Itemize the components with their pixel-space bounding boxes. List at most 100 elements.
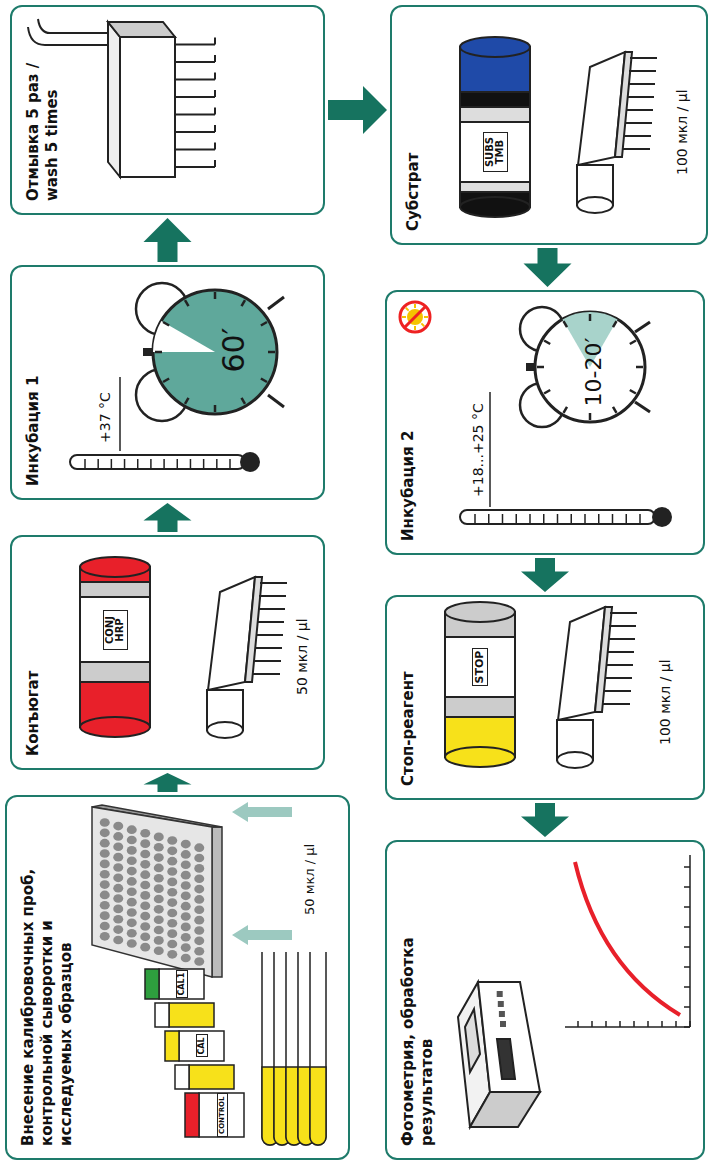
calibration-graph (605, 1021, 607, 1027)
microplate (140, 922, 150, 931)
reagent-vial (169, 1003, 214, 1027)
microplate (100, 849, 110, 858)
microplate (127, 836, 137, 845)
microplate (181, 923, 191, 932)
microplate (127, 877, 137, 886)
thermometer (70, 455, 245, 469)
microplate (194, 895, 204, 904)
calibration-graph (675, 1021, 677, 1027)
microplate (140, 912, 150, 921)
thermometer (571, 514, 573, 524)
microplate (100, 932, 110, 941)
thermometer (240, 452, 260, 472)
microplate (194, 905, 204, 914)
conjugate-bottle (80, 557, 150, 577)
microplate (100, 922, 110, 931)
microplate (154, 843, 164, 852)
no-light-sign (424, 316, 428, 318)
no-light-sign (414, 304, 416, 308)
plate-washer (175, 131, 215, 133)
alarm-clock (589, 314, 592, 321)
alarm-clock (613, 407, 617, 413)
microplate (113, 863, 123, 872)
step-box: Инкубация 1+37 °C60′ (10, 265, 325, 500)
microplate (167, 867, 177, 876)
calibration-graph (684, 986, 690, 988)
microplate (127, 919, 137, 928)
microplate (100, 901, 110, 910)
flow-arrow (144, 503, 192, 532)
no-light-sign (402, 304, 428, 330)
microplate (140, 829, 150, 838)
substrate-bottle (460, 92, 530, 107)
flow-arrow (524, 248, 572, 287)
plate-washer (214, 108, 216, 115)
plate-washer (214, 73, 216, 80)
plate-washer (28, 27, 108, 45)
plate-washer (214, 55, 216, 62)
thermometer (97, 459, 99, 469)
calibration-graph (619, 1021, 621, 1027)
thermometer (84, 459, 86, 469)
microplate (113, 936, 123, 945)
test-tube (310, 1067, 326, 1145)
microplate (154, 833, 164, 842)
plate-washer (175, 44, 215, 46)
plate-washer (214, 143, 216, 150)
thermometer (474, 514, 476, 524)
stop-bottle (445, 612, 515, 757)
reagent-vial (179, 1031, 224, 1061)
reagent-vial (155, 1003, 169, 1027)
no-light-sign (400, 302, 430, 332)
microplate (167, 929, 177, 938)
thermometer (216, 459, 218, 469)
microplate (167, 836, 177, 845)
microplate (127, 929, 137, 938)
microplate (140, 932, 150, 941)
no-light-sign (400, 302, 430, 332)
substrate-bottle (460, 37, 530, 57)
plate-washer (214, 90, 216, 97)
microplate (194, 957, 204, 966)
microplate (181, 892, 191, 901)
plate-washer (175, 79, 215, 81)
microplate (181, 881, 191, 890)
multichannel-pipette (577, 52, 657, 213)
microplate (154, 946, 164, 955)
step-value: 10-20′ (580, 338, 608, 407)
microplate (100, 880, 110, 889)
plate-washer (214, 38, 216, 45)
calibration-graph (647, 1021, 649, 1027)
alarm-clock (155, 351, 162, 354)
microplate (181, 860, 191, 869)
microplate (154, 884, 164, 893)
step-title: Инкубация 2 (399, 431, 418, 541)
thermometer (124, 459, 126, 469)
microplate (140, 881, 150, 890)
photometer (470, 1092, 540, 1127)
microplate (127, 908, 137, 917)
microplate (181, 912, 191, 921)
plate-washer (108, 22, 120, 177)
microplate (140, 850, 150, 859)
microplate (100, 829, 110, 838)
alarm-clock (153, 290, 277, 414)
conjugate-bottle (80, 567, 150, 727)
calibration-graph (689, 1021, 691, 1027)
microplate (154, 874, 164, 883)
step-value: 50 мкл / µl (294, 618, 312, 695)
no-light-sign (421, 323, 424, 326)
calibration-graph (684, 966, 690, 968)
step-title: Стоп-реагент (399, 671, 418, 786)
thermometer (612, 514, 614, 524)
flow-arrow (144, 773, 192, 792)
microplate (100, 839, 110, 848)
step-value: 100 мкл / µl (657, 659, 675, 745)
plate-washer (175, 166, 215, 168)
reagent-vial (199, 1093, 244, 1137)
thermometer (137, 459, 139, 469)
microplate (167, 888, 177, 897)
microplate (113, 905, 123, 914)
photometer (458, 982, 540, 1127)
calibration-graph (684, 926, 690, 928)
